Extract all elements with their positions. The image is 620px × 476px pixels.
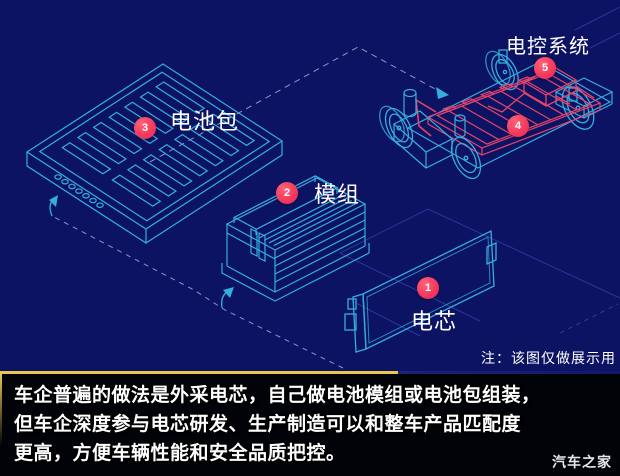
badge-2-module: 2 [276, 182, 298, 204]
badge-5-control-system: 5 [534, 57, 556, 79]
wheel-front-right [450, 136, 482, 180]
label-battery-pack: 电池包 [170, 109, 240, 134]
battery-pack-drawing [27, 64, 282, 243]
label-control-system: 电控系统 [506, 36, 590, 58]
wheel-rear-left [485, 49, 519, 91]
badge-1-number: 1 [424, 282, 432, 294]
badge-3-number: 3 [141, 122, 149, 134]
badge-4-chassis-battery: 4 [507, 115, 529, 137]
front-frame-box [392, 88, 466, 169]
caption-text: 车企普遍的做法是外采电芯，自己做电池模组或电池包组装， 但车企深度参与电芯研发、… [14, 381, 610, 468]
wheel-rear-right [561, 86, 595, 130]
cell-drawing [344, 229, 497, 353]
label-module: 模组 [314, 182, 361, 207]
wheel-front-left [379, 105, 414, 149]
disclaimer-note: 注：该图仅做展示用 [481, 350, 616, 366]
caption-left-border [0, 374, 2, 446]
label-cell: 电芯 [411, 309, 458, 334]
caption-box: 车企普遍的做法是外采电芯，自己做电池模组或电池包组装， 但车企深度参与电芯研发、… [0, 371, 620, 476]
badge-2-number: 2 [283, 187, 291, 199]
watermark-autohome: 汽车之家 [552, 454, 612, 470]
flow-path [49, 195, 344, 369]
caption-line-2: 但车企深度参与电芯研发、生产制造可以和整车产品匹配度 [14, 414, 522, 435]
chassis-guide-arrow [149, 46, 449, 163]
control-unit-box [487, 66, 595, 113]
module-drawing [222, 176, 369, 302]
caption-line-1: 车企普遍的做法是外采电芯，自己做电池模组或电池包组装， [14, 385, 541, 406]
badge-5-number: 5 [541, 62, 549, 74]
diagram-artwork [0, 0, 620, 369]
chassis-drawing [375, 47, 612, 183]
pack-connector-ports [54, 174, 104, 209]
caption-line-3: 更高，方便车辆性能和安全品质把控。 [14, 443, 346, 464]
caption-top-border [0, 371, 620, 374]
badge-3-battery-pack: 3 [134, 117, 156, 139]
badge-1-cell: 1 [417, 277, 439, 299]
badge-4-number: 4 [514, 120, 522, 132]
